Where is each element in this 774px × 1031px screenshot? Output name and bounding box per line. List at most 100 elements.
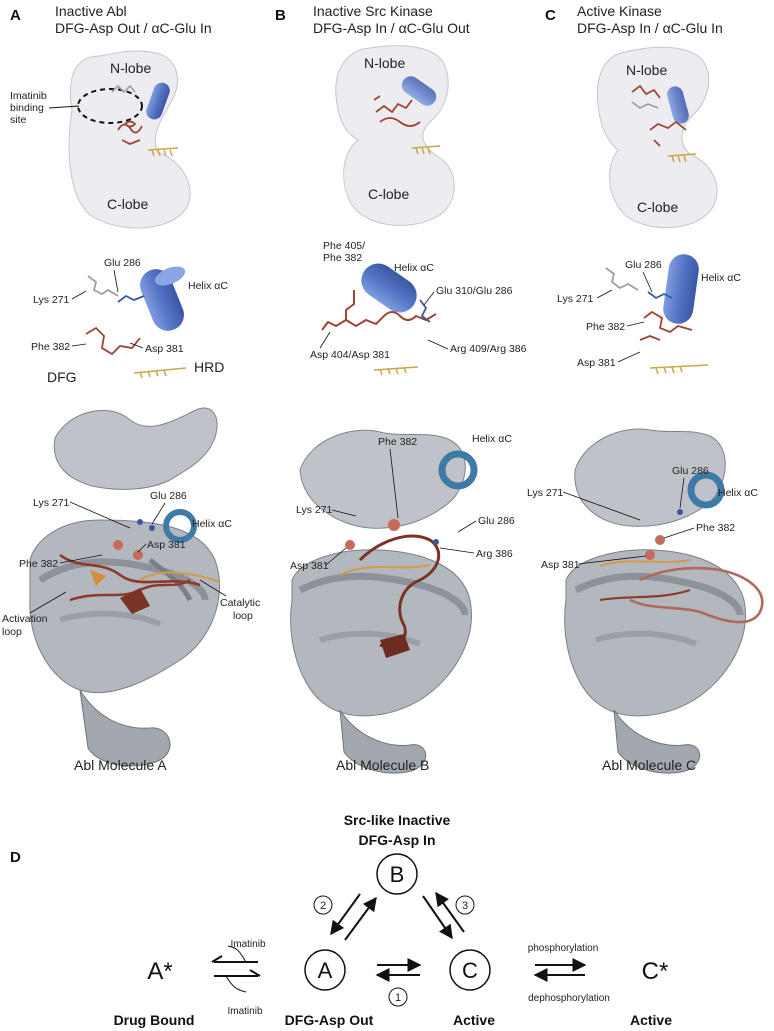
- ribbon-arg-label-b: Arg 386: [476, 548, 513, 560]
- step-2-circle: [313, 895, 333, 915]
- ribbon-helix-label-c: Helix αC: [718, 487, 758, 499]
- mid-dfg-label-a: DFG: [47, 369, 77, 385]
- mid-lys-label-a: Lys 271: [33, 294, 70, 306]
- mid-glu-label-b: Glu 310/Glu 286: [436, 285, 513, 297]
- panel-letter-a: A: [10, 7, 21, 24]
- hrd-motif-c: [667, 153, 697, 163]
- ribbon-activation-leader: [29, 591, 67, 614]
- mid-lys-stick-a: [87, 275, 119, 297]
- state-c-star: C*: [642, 958, 669, 985]
- ribbon-catalytic-label-1: Catalytic: [220, 597, 260, 609]
- ribbon-helix-label-a: Helix αC: [192, 518, 232, 530]
- ribbon-asp-leader-c: [577, 555, 647, 565]
- ribbon-lys-leader-b: [331, 509, 357, 517]
- molecule-caption-a: Abl Molecule A: [74, 757, 167, 773]
- ribbon-activation-label-2: loop: [2, 626, 22, 638]
- ribbon-phe-leader-a: [59, 554, 103, 564]
- ribbon-helix-label-b: Helix αC: [472, 433, 512, 445]
- ribbon-lys-leader-c: [562, 491, 641, 521]
- ribbon-structure-c: [564, 428, 764, 774]
- mid-lys-stick-c: [605, 267, 639, 291]
- state-c-letter: C: [462, 958, 478, 983]
- ribbon-glu-label-b: Glu 286: [478, 515, 515, 527]
- arrow-a-to-b: [344, 896, 377, 941]
- molecule-caption-b: Abl Molecule B: [336, 757, 429, 773]
- imatinib-site-leader: [48, 105, 80, 109]
- imatinib-site-label-2: binding: [10, 102, 44, 114]
- ribbon-arg-leader-b: [439, 547, 475, 554]
- mid-glu-label-c: Glu 286: [625, 259, 662, 271]
- ribbon-phe-leader-c: [663, 527, 695, 539]
- ribbon-asp-label-a: Asp 381: [147, 539, 186, 551]
- panel-b: B Inactive Src Kinase DFG-Asp In / αC-Gl…: [275, 3, 527, 774]
- ribbon-phe-label-a: Phe 382: [19, 558, 58, 570]
- imatinib-in-curve: [227, 945, 247, 963]
- state-c-circle: [449, 949, 491, 991]
- ribbon-activation-label-1: Activation: [2, 613, 48, 625]
- state-b-circle: [376, 853, 418, 895]
- mid-stick-b: [321, 290, 437, 331]
- molecule-caption-c: Abl Molecule C: [602, 757, 696, 773]
- dfg-asp-out-label: DFG-Asp Out: [285, 1012, 374, 1028]
- ribbon-phe-label-c: Phe 382: [696, 522, 735, 534]
- panel-letter-b: B: [275, 7, 286, 24]
- arrow-imatinib-release: [214, 969, 261, 977]
- mid-glu-leader-b: [423, 291, 435, 306]
- hrd-motif-a: [147, 147, 179, 157]
- ribbon-catalytic-label-2: loop: [233, 610, 253, 622]
- mid-asp-label-c: Asp 381: [577, 357, 616, 369]
- state-b-letter: B: [390, 862, 405, 887]
- ribbon-glu-leader-a: [151, 502, 166, 525]
- lys-stick-c: [631, 101, 659, 109]
- mid-hrd-label-a: HRD: [194, 359, 224, 375]
- mid-phe-label-b-2: Phe 382: [323, 252, 362, 264]
- mid-phe-label-b-1: Phe 405/: [323, 240, 365, 252]
- mid-helix-label-b: Helix αC: [394, 262, 434, 274]
- mid-hrd-motif-a: [133, 367, 187, 379]
- state-a-star: A*: [147, 958, 172, 985]
- ribbon-asp-leader-b: [325, 547, 347, 566]
- c-lobe-label-a: C-lobe: [107, 196, 148, 212]
- drug-bound-label: Drug Bound: [114, 1012, 195, 1028]
- mid-lys-leader-a: [71, 290, 87, 300]
- mid-phe-leader-c: [626, 321, 645, 327]
- panel-letter-c: C: [545, 7, 556, 24]
- mid-asp-label-b: Asp 404/Asp 381: [310, 349, 390, 361]
- mid-arg-leader-b: [427, 339, 449, 350]
- ribbon-asp-leader-a: [137, 543, 147, 553]
- arrow-b-to-c: [422, 895, 453, 940]
- src-like-inactive-label: Src-like Inactive: [344, 812, 451, 828]
- active-star-label: Active: [630, 1012, 672, 1028]
- ribbon-phe-label-b: Phe 382: [378, 436, 417, 448]
- ribbon-glu-label-c: Glu 286: [672, 465, 709, 477]
- mid-glu-stick-c: [647, 291, 673, 300]
- mid-asp-leader-b: [319, 331, 331, 349]
- ribbon-phe-leader-b: [389, 448, 399, 519]
- arrow-imatinib-binding: [211, 955, 258, 963]
- helix-alpha-c-cylinder-b: [401, 76, 437, 106]
- imatinib-site-label-3: site: [10, 114, 27, 126]
- dfg-asp-in-label: DFG-Asp In: [359, 832, 436, 848]
- mid-phe-label-c: Phe 382: [586, 321, 625, 333]
- mid-helix-label-c: Helix αC: [701, 272, 741, 284]
- mid-asp-label-a: Asp 381: [145, 343, 184, 355]
- panel-d: D Src-like Inactive DFG-Asp In B A C A* …: [10, 812, 672, 1028]
- mid-glu-stick-a: [117, 294, 145, 303]
- helix-alpha-c-cylinder-a: [146, 82, 170, 120]
- panel-a-title-line1: Inactive Abl: [55, 3, 127, 19]
- ribbon-lys-label-b: Lys 271: [296, 504, 333, 516]
- hrd-motif-b: [411, 145, 441, 155]
- mid-dfg-stick-c: [639, 310, 693, 341]
- ribbon-lys-label-a: Lys 271: [33, 497, 70, 509]
- step-3-number: 3: [462, 900, 468, 912]
- ribbon-structure-a: [29, 407, 221, 767]
- active-label: Active: [453, 1012, 495, 1028]
- mid-glu-leader-c: [642, 271, 653, 293]
- arrow-c-to-b: [435, 891, 465, 933]
- step-2-number: 2: [320, 900, 326, 912]
- n-lobe-label-a: N-lobe: [110, 60, 151, 76]
- n-lobe-label-b: N-lobe: [364, 55, 405, 71]
- imatinib-site-outline: [77, 88, 143, 124]
- panel-b-title-line1: Inactive Src Kinase: [313, 3, 433, 19]
- mid-phe-leader-a: [71, 343, 87, 347]
